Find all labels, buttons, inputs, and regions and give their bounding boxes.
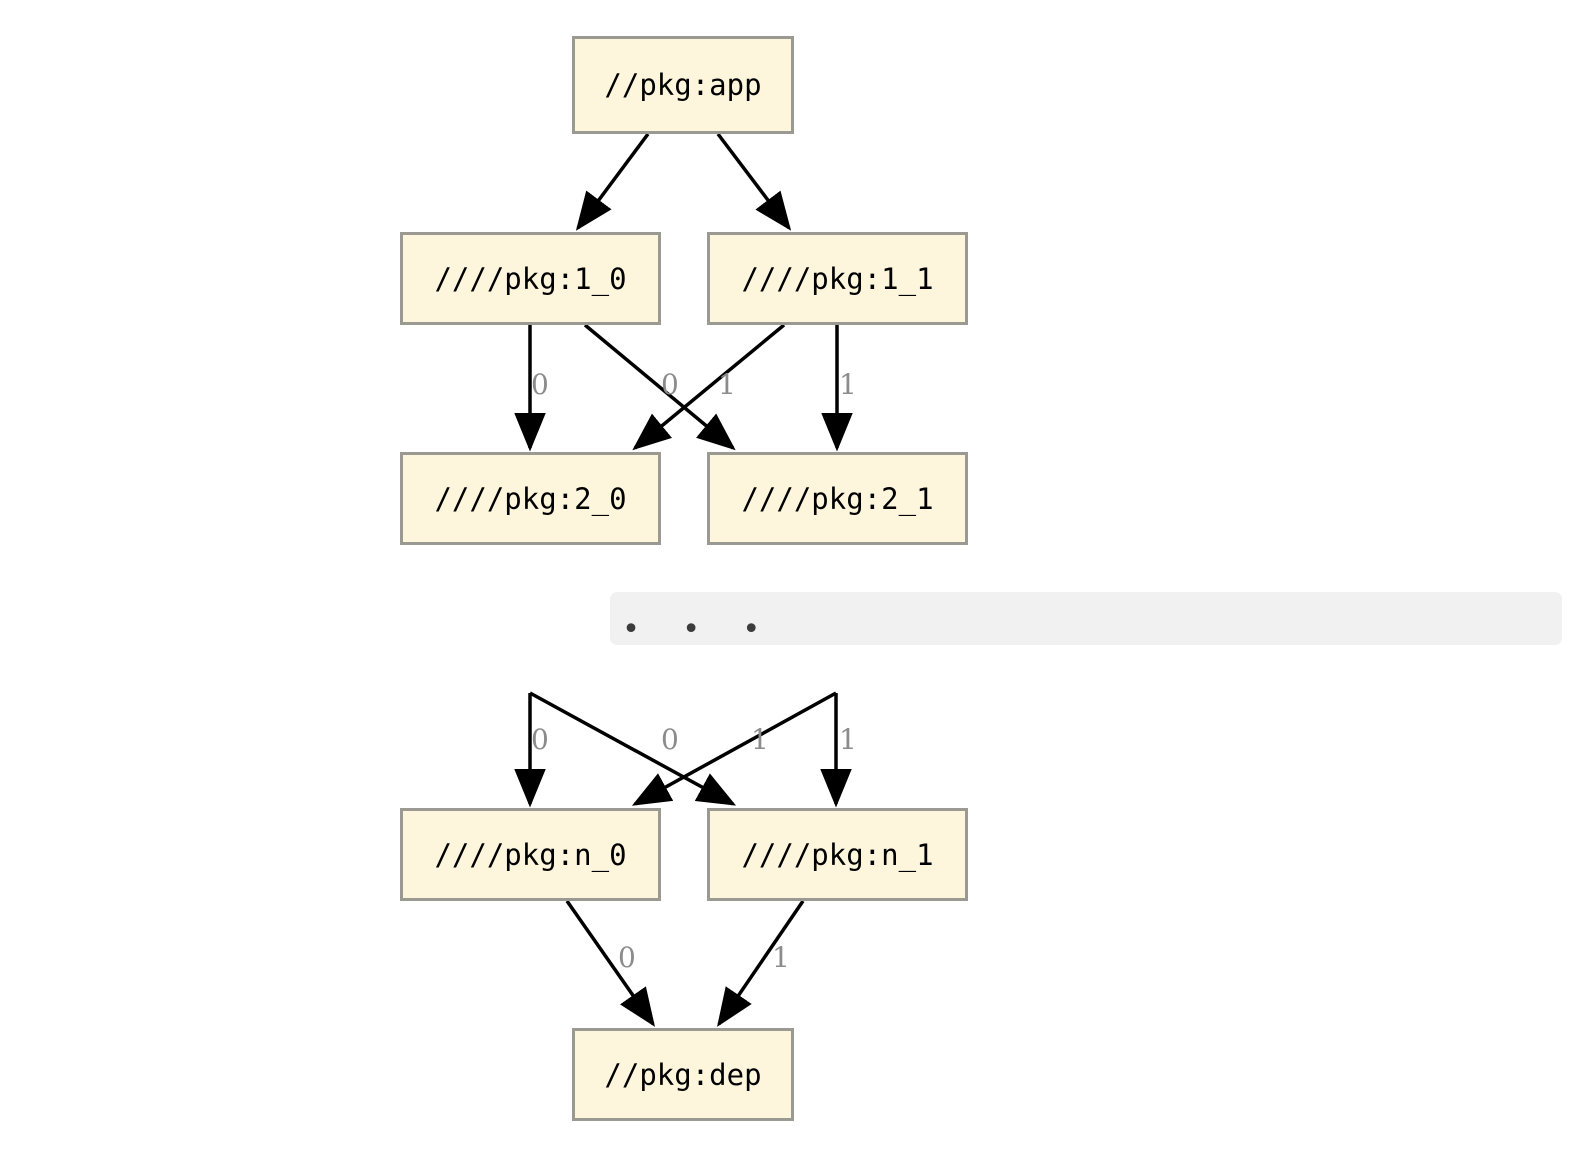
graph-edge-l1_1-to-l2_0 <box>632 323 786 451</box>
graph-edge-cut-to-ln_1 <box>529 691 737 806</box>
node-label: ////pkg:1_0 <box>434 261 627 296</box>
node-label: ////pkg:2_1 <box>741 481 934 516</box>
edge-label: 1 <box>839 368 857 401</box>
edge-label: 0 <box>661 723 679 756</box>
edge-label: 0 <box>531 368 549 401</box>
edge-label: 1 <box>772 941 790 974</box>
node-label: ////pkg:n_1 <box>741 837 934 872</box>
node-label: ////pkg:2_0 <box>434 481 627 516</box>
edge-label: 1 <box>751 723 769 756</box>
edge-label: 1 <box>718 368 736 401</box>
graph-node-ln_1[interactable]: ////pkg:n_1 <box>707 808 968 901</box>
graph-edge-l1_0-to-l2_1 <box>583 323 736 451</box>
graph-node-l1_0[interactable]: ////pkg:1_0 <box>400 232 661 325</box>
edge-label: 1 <box>839 723 857 756</box>
edge-label: 0 <box>661 368 679 401</box>
node-label: //pkg:dep <box>604 1057 762 1092</box>
graph-edge-ln_1-to-dep <box>717 900 805 1027</box>
graph-node-app[interactable]: //pkg:app <box>572 36 794 134</box>
ellipsis-divider: • • • <box>610 592 1562 645</box>
graph-edge-app-to-l1_1 <box>716 132 792 231</box>
node-label: ////pkg:1_1 <box>741 261 934 296</box>
graph-edge-ln_0-to-dep <box>565 899 656 1027</box>
edge-label: 0 <box>618 941 636 974</box>
node-label: ////pkg:n_0 <box>434 837 627 872</box>
graph-node-ln_0[interactable]: ////pkg:n_0 <box>400 808 661 901</box>
graph-edge-app-to-l1_0 <box>575 132 650 231</box>
node-label: //pkg:app <box>604 68 762 102</box>
graph-node-l2_1[interactable]: ////pkg:2_1 <box>707 452 968 545</box>
edge-label: 0 <box>531 723 549 756</box>
graph-node-l1_1[interactable]: ////pkg:1_1 <box>707 232 968 325</box>
graph-node-dep[interactable]: //pkg:dep <box>572 1028 794 1121</box>
graph-node-l2_0[interactable]: ////pkg:2_0 <box>400 452 661 545</box>
